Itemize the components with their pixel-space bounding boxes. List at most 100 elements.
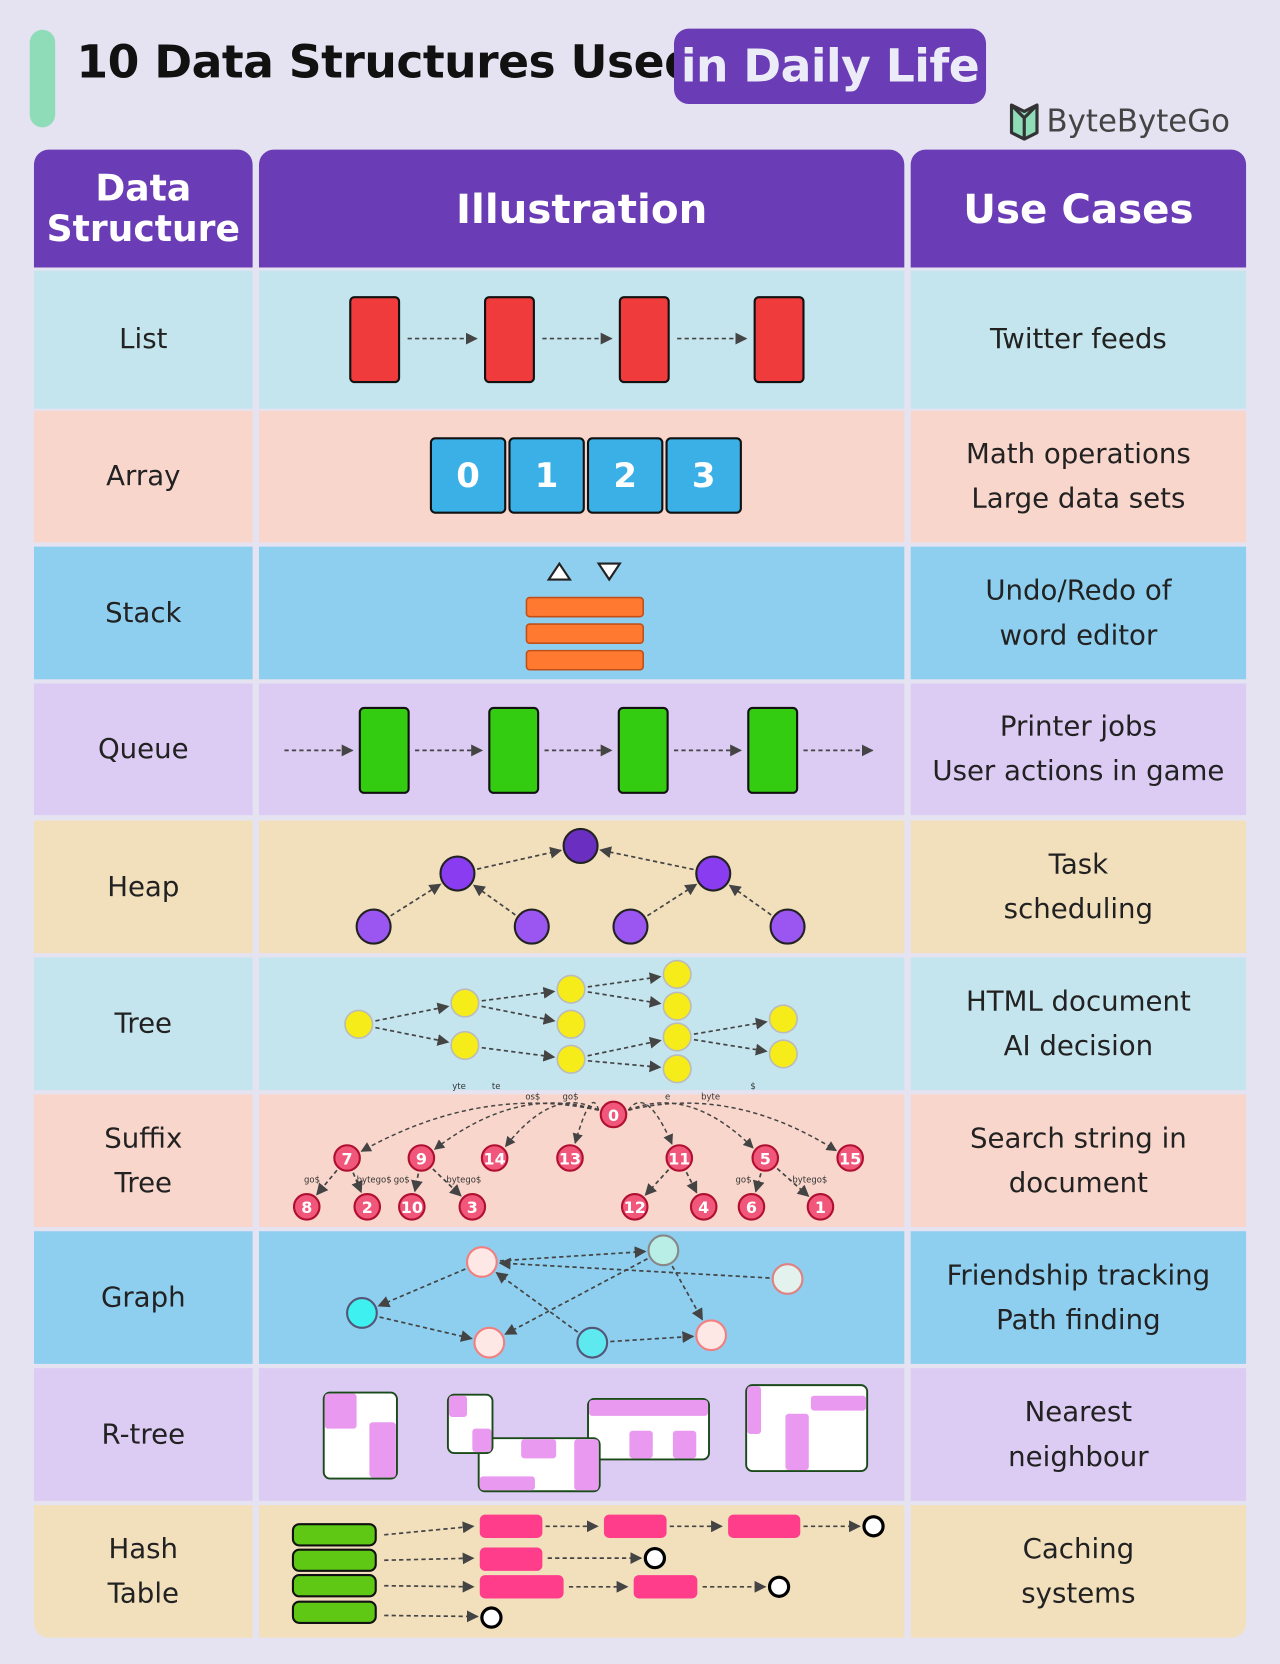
- tree-edge-arrow: [375, 1026, 450, 1046]
- rtree-region: [589, 1399, 708, 1416]
- suffix-edge-label: os$: [525, 1093, 540, 1103]
- tree-node: [450, 988, 480, 1018]
- array-index-label: 3: [692, 456, 716, 496]
- graph-edge-arrow: [499, 1246, 647, 1262]
- tree-node: [344, 1009, 374, 1039]
- suffix-edge-arrow: [685, 1171, 698, 1194]
- rtree-region: [672, 1430, 697, 1459]
- suffix-tree-node: [665, 1144, 694, 1172]
- hash-chain-arrow: [384, 1580, 475, 1593]
- tree-edge-arrow: [693, 1017, 768, 1035]
- array-cell: [429, 437, 507, 514]
- rtree-region: [747, 1386, 762, 1434]
- hash-entry-node: [633, 1575, 698, 1599]
- rtree-region: [324, 1393, 357, 1429]
- heap-edge-arrow: [599, 846, 694, 871]
- hash-chain-arrow: [384, 1521, 475, 1536]
- hash-bucket: [291, 1574, 377, 1598]
- array-index-label: 1: [535, 456, 559, 496]
- page-title: 10 Data Structures Used: [76, 36, 697, 90]
- array-index-label: 2: [613, 456, 637, 496]
- row-name: Tree: [33, 957, 253, 1091]
- suffix-node-label: 9: [416, 1149, 427, 1168]
- suffix-node-label: 13: [559, 1149, 581, 1168]
- tree-node: [662, 991, 692, 1021]
- rtree-region: [629, 1430, 653, 1459]
- suffix-edge-arrow: [432, 1168, 462, 1197]
- null-terminator-icon: [643, 1546, 667, 1570]
- hash-bucket: [291, 1600, 377, 1624]
- queue-item: [358, 706, 410, 794]
- tree-node: [556, 1044, 586, 1074]
- row-name: Array: [33, 410, 253, 543]
- rtree-region: [574, 1439, 599, 1491]
- suffix-tree-node: [292, 1193, 321, 1221]
- suffix-edge-arrow: [628, 1102, 754, 1149]
- row-use-cases: Search string in document: [910, 1094, 1247, 1227]
- brand-logo: ByteByteGo: [1008, 101, 1230, 141]
- header-use-cases: Use Cases: [910, 149, 1247, 268]
- row-use-cases: Twitter feeds: [910, 270, 1247, 409]
- row-name: R-tree: [33, 1368, 253, 1501]
- header-illustration: Illustration: [258, 149, 905, 268]
- suffix-node-label: 15: [839, 1149, 861, 1168]
- array-index-label: 0: [456, 456, 480, 496]
- heap-edge-arrow: [472, 884, 516, 916]
- rtree-region: [785, 1413, 809, 1471]
- row-use-cases: Nearest neighbour: [910, 1368, 1247, 1501]
- suffix-node-label: 6: [746, 1198, 757, 1217]
- row-use-cases: Task scheduling: [910, 820, 1247, 954]
- suffix-tree-node: [458, 1193, 487, 1221]
- list-node: [618, 296, 670, 384]
- suffix-tree-node: [599, 1100, 628, 1129]
- suffix-tree-node: [751, 1144, 780, 1172]
- suffix-edge-label: bytego$: [357, 1175, 392, 1185]
- suffix-node-label: 5: [760, 1149, 771, 1168]
- rtree-region: [479, 1476, 535, 1491]
- suffix-tree-node: [806, 1193, 835, 1221]
- suffix-edge-label: go$: [304, 1175, 320, 1185]
- heap-edge-arrow: [476, 846, 563, 870]
- rtree-region: [521, 1439, 557, 1459]
- row-name: Suffix Tree: [33, 1094, 253, 1227]
- suffix-edge-arrow: [752, 1173, 765, 1193]
- suffix-tree-node: [556, 1144, 584, 1172]
- heap-leaf-node: [769, 908, 806, 945]
- heap-node: [439, 855, 476, 892]
- suffix-edge-label: bytego$: [792, 1175, 827, 1185]
- suffix-edge-label: go$: [563, 1093, 579, 1103]
- hash-entry-node: [479, 1547, 543, 1571]
- list-node: [753, 296, 805, 384]
- queue-item: [747, 706, 799, 794]
- graph-node: [771, 1263, 804, 1295]
- graph-edge-arrow: [498, 1257, 770, 1279]
- suffix-node-label: 8: [301, 1198, 312, 1217]
- null-terminator-icon: [480, 1606, 503, 1629]
- graph-node: [346, 1297, 378, 1329]
- graph-node: [473, 1326, 506, 1359]
- suffix-tree-node: [407, 1144, 436, 1172]
- logo-text: ByteByteGo: [1046, 102, 1230, 140]
- suffix-node-label: 11: [668, 1149, 690, 1168]
- tree-node: [768, 1004, 798, 1034]
- suffix-tree-node: [333, 1144, 361, 1172]
- graph-node: [576, 1326, 609, 1359]
- graph-edge-arrow: [495, 1271, 579, 1333]
- suffix-edge-arrow: [411, 1173, 423, 1193]
- tree-edge-arrow: [587, 1036, 662, 1057]
- tree-node: [556, 974, 586, 1004]
- heap-edge-arrow: [390, 883, 442, 917]
- suffix-edge-label: yte: [452, 1082, 466, 1092]
- graph-edge-arrow: [379, 1316, 473, 1342]
- suffix-edge-label: byte: [701, 1093, 720, 1103]
- heap-leaf-node: [513, 908, 550, 945]
- suffix-edge-label: go$: [394, 1175, 410, 1185]
- row-name: List: [33, 270, 253, 409]
- stack-item: [525, 649, 645, 671]
- hash-chain-arrow: [384, 1552, 475, 1565]
- tree-edge-arrow: [587, 991, 662, 1008]
- title-highlight: in Daily Life: [673, 28, 987, 105]
- title-accent-bar: [29, 29, 56, 128]
- suffix-edge-label: go$: [736, 1175, 752, 1185]
